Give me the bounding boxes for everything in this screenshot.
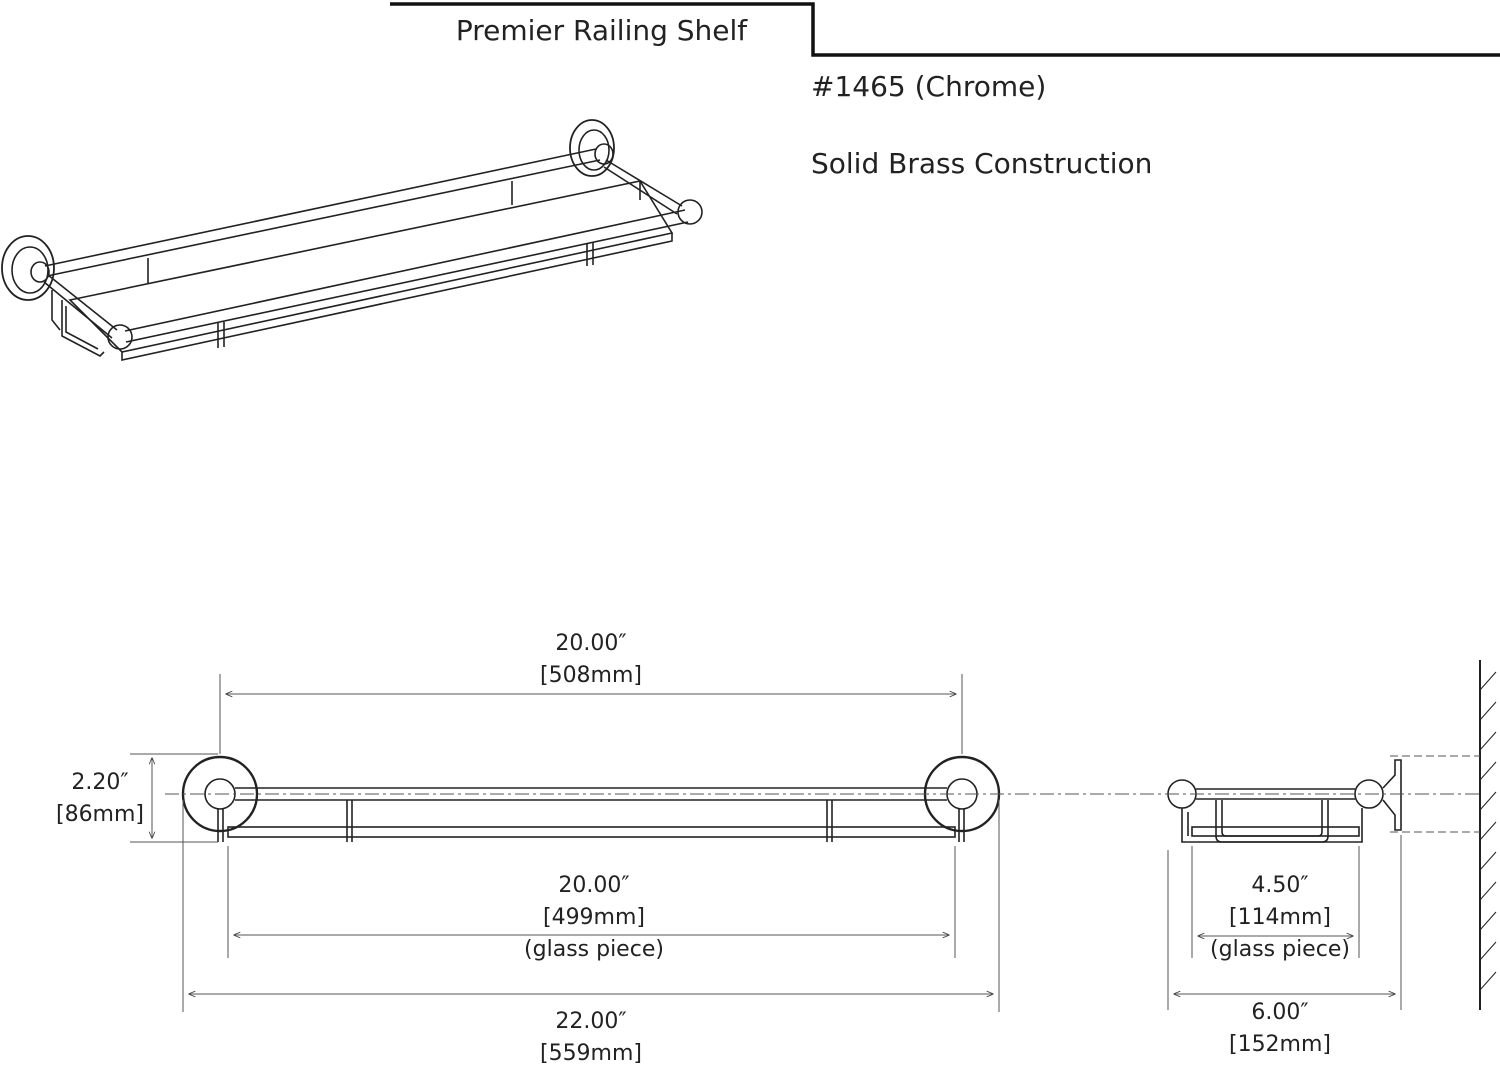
title-frame [390, 2, 1500, 57]
isometric-view [1, 119, 703, 361]
dim-overall-length-in: 22.00″ [555, 1009, 627, 1034]
dim-rail-length: 20.00″ [508mm] [491, 628, 691, 692]
side-view [1167, 660, 1497, 1010]
front-view [181, 755, 1001, 842]
dim-glass-depth-mm: [114mm] [1228, 905, 1332, 930]
dim-overall-depth: 6.00″ [152mm] [1180, 997, 1380, 1061]
dim-glass-depth-in: 4.50″ [1251, 873, 1309, 898]
dim-overall-depth-mm: [152mm] [1228, 1032, 1332, 1057]
dim-height-in: 2.20″ [71, 770, 129, 795]
dim-height: 2.20″ [86mm] [40, 767, 160, 831]
dim-rail-length-in: 20.00″ [555, 631, 627, 656]
dim-overall-length-mm: [559mm] [539, 1041, 643, 1066]
model-number: #1465 (Chrome) [811, 70, 1047, 103]
dimension-lines [130, 674, 1480, 1012]
material-note: Solid Brass Construction [811, 147, 1153, 180]
dim-rail-length-mm: [508mm] [539, 663, 643, 688]
dim-glass-length-in: 20.00″ [558, 873, 630, 898]
dim-glass-length-note: (glass piece) [524, 937, 664, 962]
dim-glass-length-mm: [499mm] [542, 905, 646, 930]
dim-overall-length: 22.00″ [559mm] [491, 1006, 691, 1070]
dim-glass-depth-note: (glass piece) [1210, 937, 1350, 962]
product-title: Premier Railing Shelf [455, 14, 748, 47]
dim-overall-depth-in: 6.00″ [1251, 1000, 1309, 1025]
dim-glass-length: 20.00″ [499mm] (glass piece) [484, 870, 704, 966]
dim-height-mm: [86mm] [55, 802, 145, 827]
dim-glass-depth: 4.50″ [114mm] (glass piece) [1170, 870, 1390, 966]
